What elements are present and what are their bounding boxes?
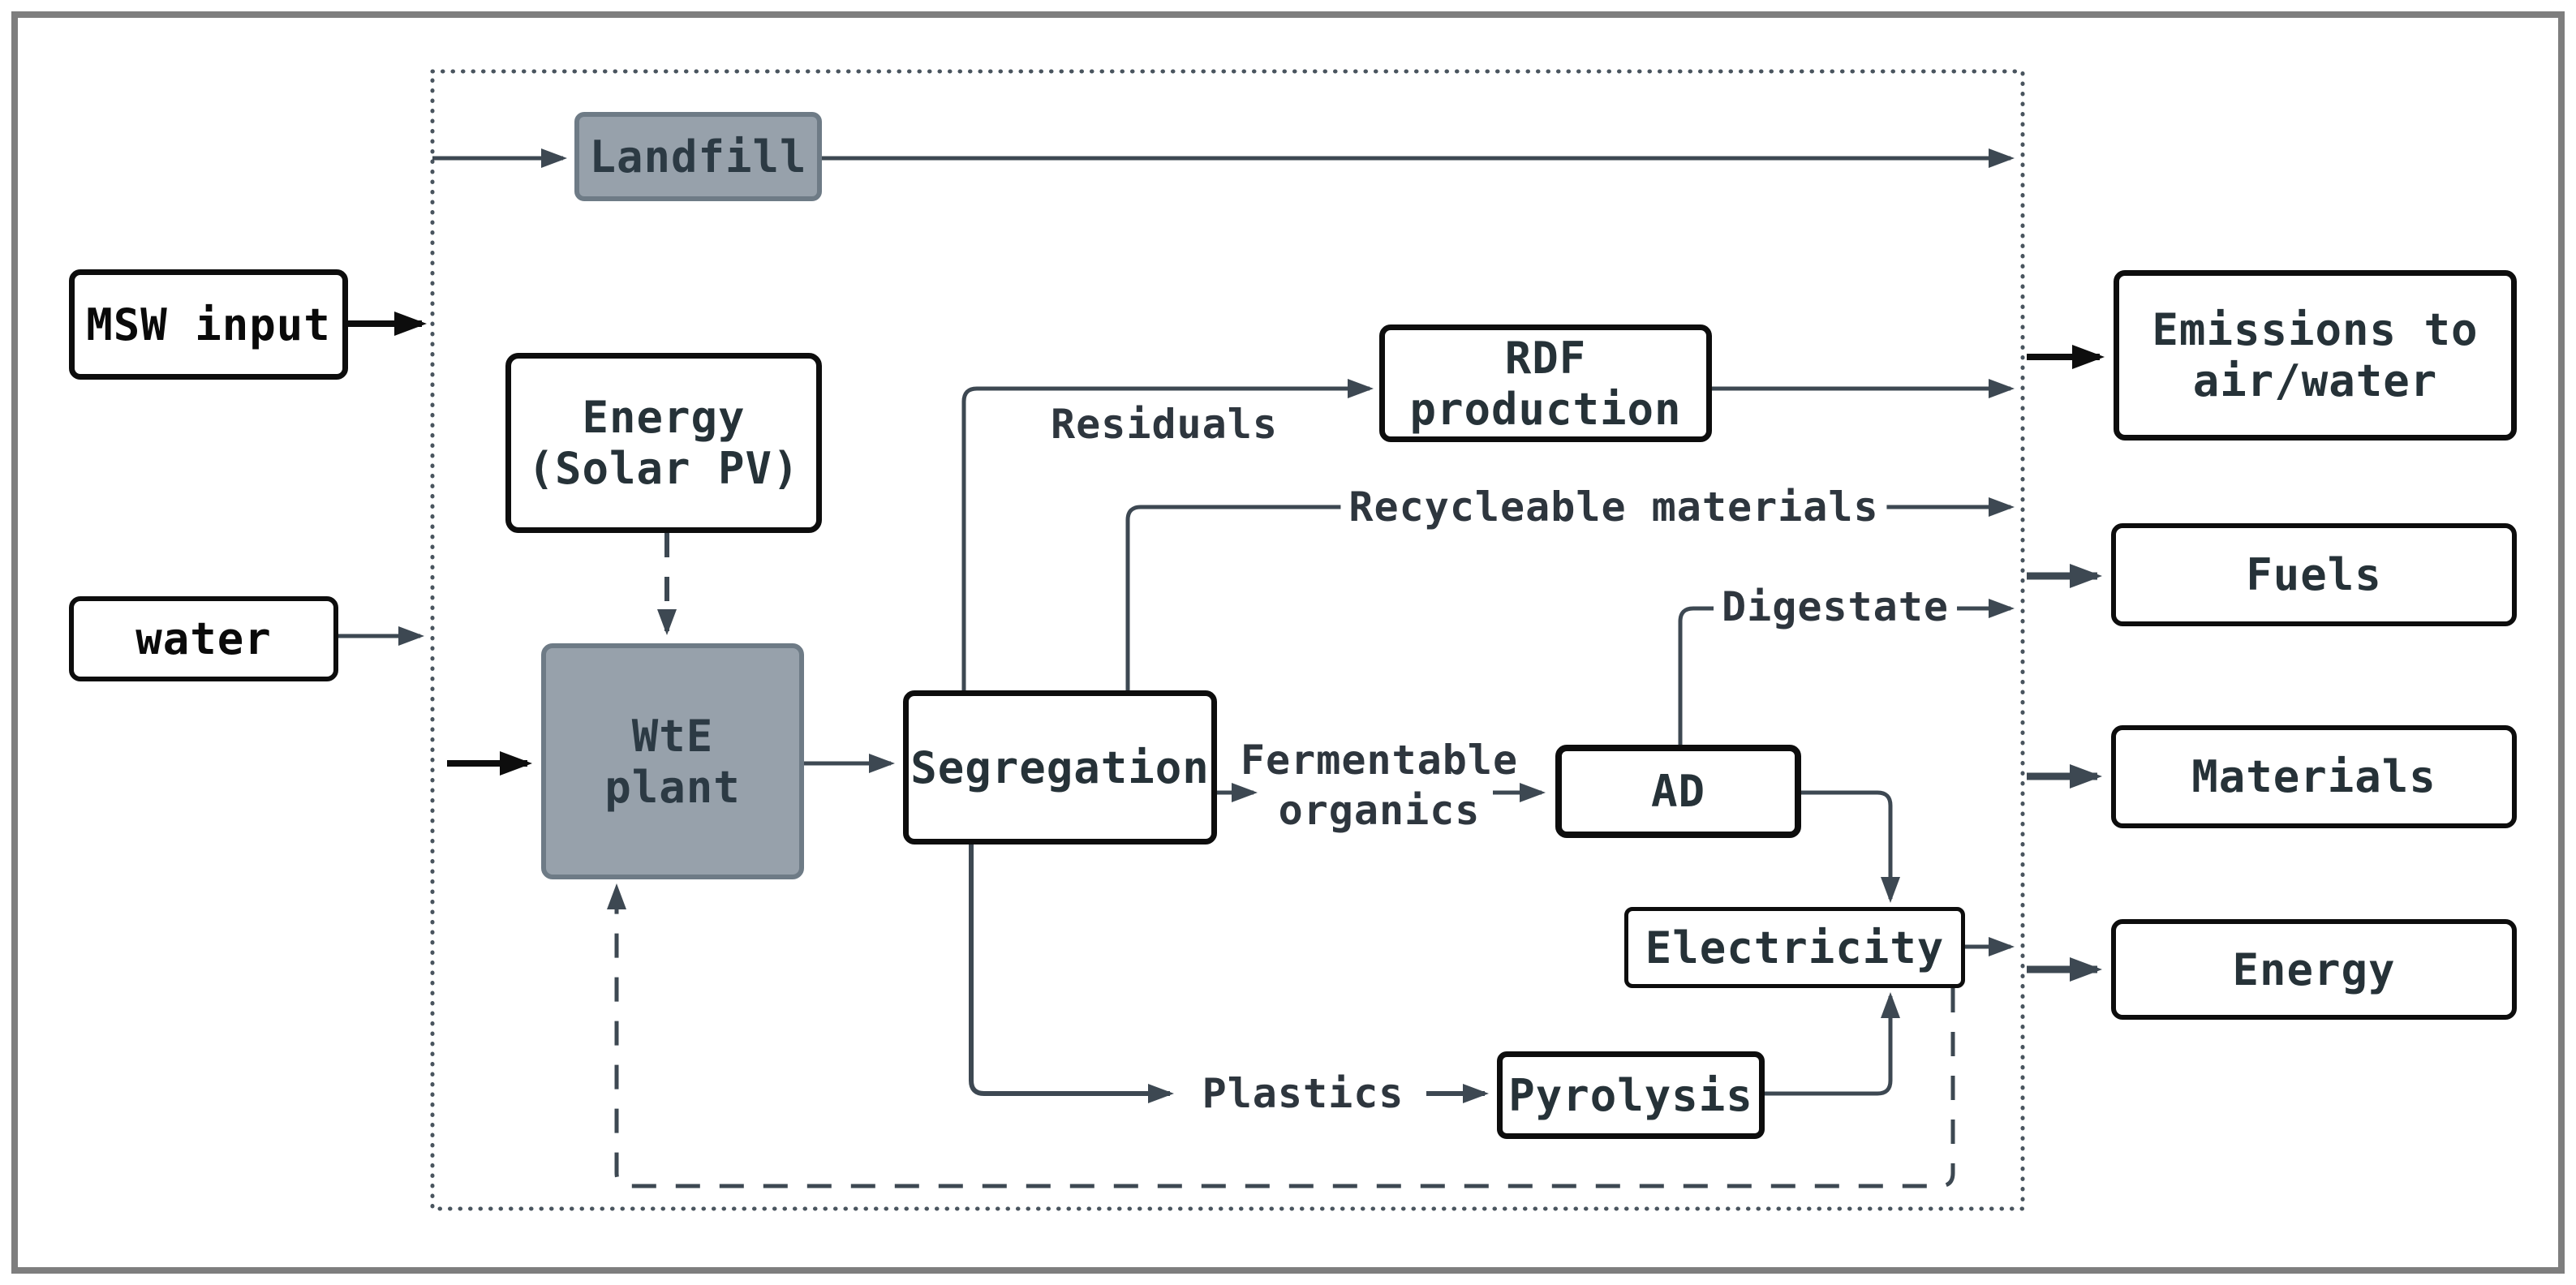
node-pyrolysis: Pyrolysis bbox=[1497, 1051, 1765, 1139]
node-wte-plant: WtE plant bbox=[541, 643, 804, 879]
node-water: water bbox=[69, 596, 338, 681]
edge-segregation-residuals-to-rdf bbox=[961, 379, 1374, 690]
flow-label-residuals: Residuals bbox=[1051, 401, 1278, 448]
system-boundary bbox=[430, 69, 2025, 1211]
edge-segregation-to-plastics-label bbox=[969, 844, 1174, 1103]
flow-label-fermentable-organics: Fermentable organics bbox=[1240, 737, 1519, 834]
output-materials: Materials bbox=[2111, 725, 2517, 828]
node-msw-input: MSW input bbox=[69, 269, 348, 380]
node-electricity: Electricity bbox=[1624, 907, 1965, 988]
output-emissions-air-water: Emissions to air/water bbox=[2114, 270, 2517, 441]
node-energy-solar-pv: Energy (Solar PV) bbox=[505, 353, 822, 533]
node-rdf-production: RDF production bbox=[1379, 324, 1712, 442]
flow-label-recycleable-materials: Recycleable materials bbox=[1340, 482, 1887, 532]
node-segregation: Segregation bbox=[903, 690, 1217, 844]
edge-segregation-recycleable-to-boundary bbox=[1125, 497, 2015, 690]
output-energy: Energy bbox=[2111, 919, 2517, 1020]
outer-frame bbox=[11, 11, 2565, 1274]
edge-ad-to-electricity bbox=[1801, 790, 1900, 903]
edge-pyrolysis-to-electricity bbox=[1765, 992, 1900, 1096]
edge-electricity-feedback-to-wte-dashed bbox=[607, 883, 1955, 1188]
output-fuels: Fuels bbox=[2111, 523, 2517, 626]
node-ad: AD bbox=[1555, 745, 1801, 838]
edge-ad-digestate-to-boundary bbox=[1678, 599, 2015, 745]
node-landfill: Landfill bbox=[574, 112, 822, 201]
flow-label-plastics: Plastics bbox=[1193, 1068, 1413, 1119]
flow-label-digestate: Digestate bbox=[1714, 582, 1957, 632]
